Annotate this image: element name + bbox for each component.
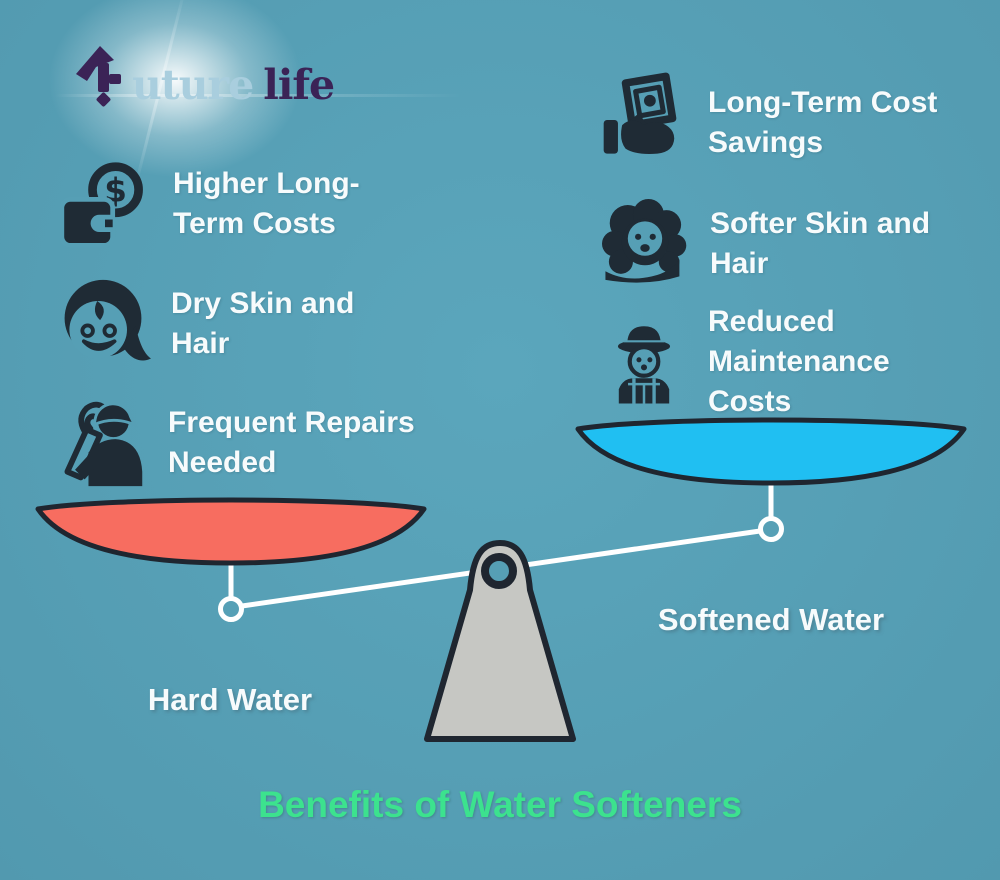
benefit-label-line: Needed (168, 446, 277, 479)
brand-word-life: life (263, 61, 335, 109)
benefit-item-dry-skin: Dry Skin and Hair (55, 276, 354, 377)
benefit-item-softer-skin: Softer Skin and Hair (602, 197, 930, 292)
benefit-label: Reduced Maintenance Costs (708, 302, 890, 422)
right-hanger-ring (758, 516, 784, 542)
softened-water-pan (575, 417, 967, 486)
benefit-label-line: Dry Skin and (171, 287, 355, 320)
wallet-dollar-icon: $ (57, 160, 153, 261)
benefit-label-line: Softer Skin and (710, 207, 931, 240)
benefit-label-line: Term Costs (173, 207, 336, 240)
left-hanger-ring (218, 596, 244, 622)
benefit-label: Softer Skin and Hair (710, 204, 930, 284)
hard-water-label: Hard Water (147, 682, 313, 717)
money-hand-icon (602, 66, 686, 169)
benefit-label-line: Hair (171, 327, 230, 360)
benefit-label-line: Frequent Repairs (168, 406, 415, 439)
benefit-label-line: Long-Term Cost (708, 86, 938, 119)
child-face-icon (55, 276, 151, 377)
page-title: Benefits of Water Softeners (258, 784, 742, 825)
benefit-item-higher-costs: $ Higher Long- Term Costs (57, 160, 360, 261)
benefit-label-line: Hair (710, 247, 769, 280)
future-life-logo-icon (76, 44, 130, 108)
benefit-label: Higher Long- Term Costs (173, 164, 360, 244)
farmer-icon (602, 318, 686, 415)
benefit-label-line: Maintenance (708, 345, 890, 378)
benefit-label-line: Reduced (708, 305, 835, 338)
woman-hair-icon (602, 197, 688, 292)
repairman-icon (50, 393, 150, 494)
benefit-label-line: Savings (708, 126, 824, 159)
benefit-label: Frequent Repairs Needed (168, 403, 415, 483)
fulcrum-hole (481, 553, 517, 589)
softened-water-label: Softened Water (657, 602, 885, 637)
benefit-label-line: Higher Long- (173, 167, 360, 200)
fulcrum (424, 540, 576, 742)
hard-water-pan (35, 497, 427, 566)
benefit-item-cost-savings: Long-Term Cost Savings (602, 66, 937, 169)
benefit-label: Dry Skin and Hair (171, 284, 354, 364)
benefit-label: Long-Term Cost Savings (708, 83, 937, 163)
benefit-item-frequent-repairs: Frequent Repairs Needed (50, 393, 415, 494)
lens-flare-horizontal-ray (55, 94, 485, 97)
brand-word-future: uture (132, 61, 254, 109)
benefit-item-reduced-maintenance: Reduced Maintenance Costs (602, 302, 890, 422)
benefit-label-line: Costs (708, 385, 792, 418)
